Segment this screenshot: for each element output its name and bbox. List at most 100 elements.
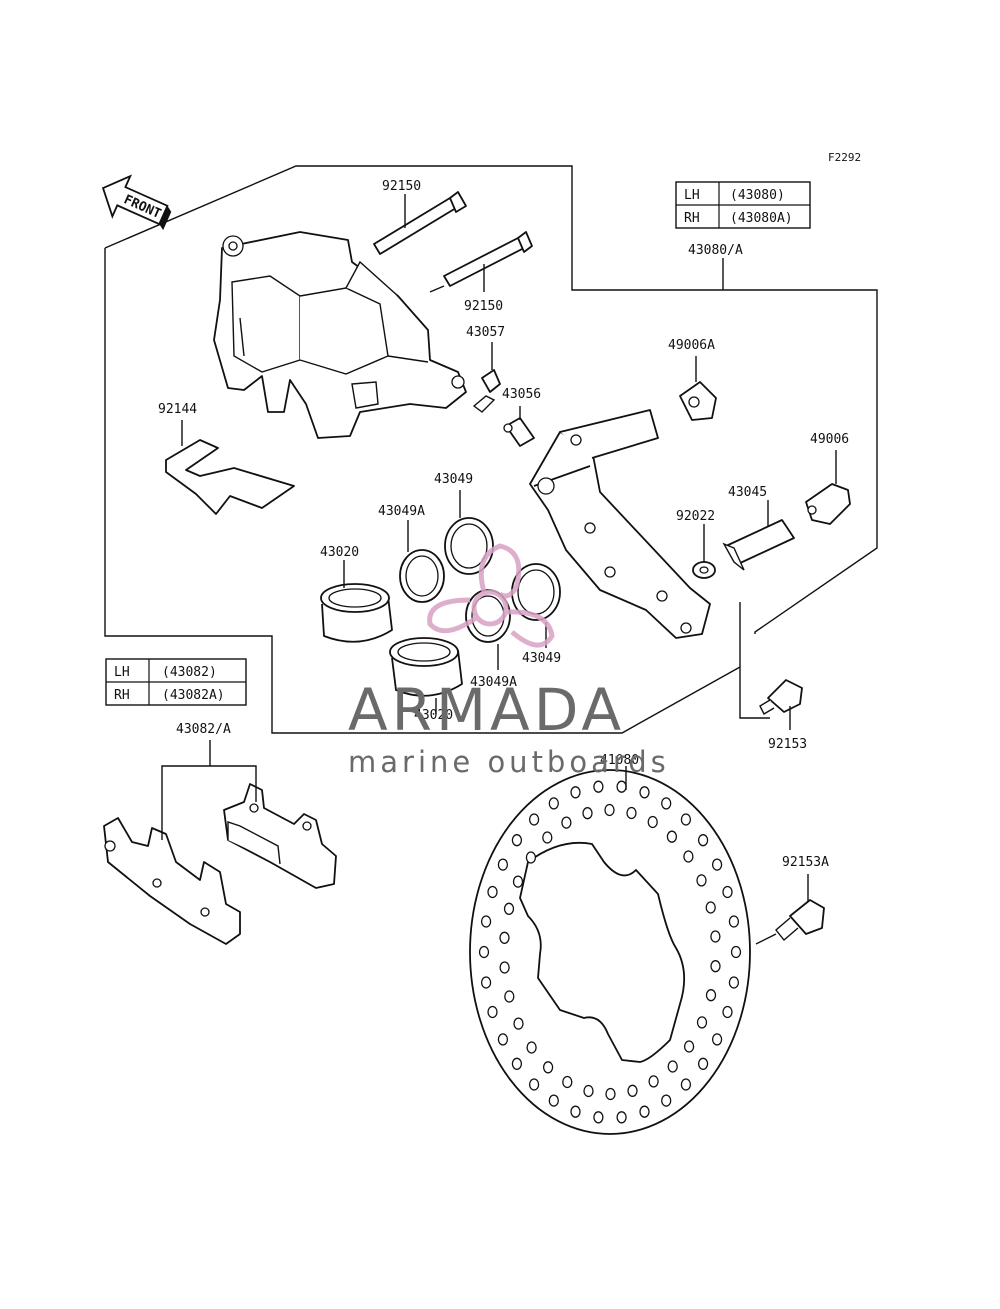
caliper-bracket (529, 409, 711, 639)
dust-seal-lower (511, 563, 561, 621)
disc-hole (548, 1094, 559, 1107)
table-cell: (43080) (730, 188, 785, 203)
disc-hole (626, 806, 637, 820)
disc-hole (616, 780, 627, 793)
piston-upper (320, 583, 393, 643)
disc-hole (487, 1005, 498, 1019)
disc-hole (666, 830, 678, 843)
disc-hole (480, 915, 492, 928)
disc-hole (511, 834, 523, 847)
disc-hole (604, 803, 615, 817)
disc-hole (561, 816, 572, 829)
disc-hole (525, 851, 537, 864)
pin-lower (443, 231, 533, 287)
disc-hole (548, 797, 559, 810)
disc-hole (562, 1075, 573, 1089)
slide-bolt (722, 519, 795, 571)
disc-holes (478, 780, 742, 1124)
disc-hole (605, 1087, 616, 1101)
disc-hole (478, 945, 490, 959)
caliper-variant-table: LH (43080) RH (43080A) (675, 181, 811, 229)
part-label: 43080/A (688, 243, 743, 258)
disc-hole (711, 1033, 723, 1046)
disc-hole (647, 815, 658, 829)
disc-hole (722, 1005, 733, 1019)
disc-hole (705, 989, 717, 1002)
disc-hole (542, 831, 553, 844)
disc-hole (499, 931, 510, 944)
disc-hole (722, 885, 733, 899)
part-label: 43020 (320, 545, 359, 560)
disc-hole (705, 901, 716, 914)
part-label: 43082/A (176, 722, 231, 737)
table-cell: LH (684, 188, 700, 203)
part-label: 92153A (782, 855, 829, 870)
disc-hole (526, 1041, 537, 1054)
disc-hole (497, 858, 509, 871)
disc-hole (697, 834, 709, 847)
disc-hole (528, 813, 540, 826)
part-label: 43020 (414, 708, 453, 723)
brake-pad-right (223, 783, 337, 889)
part-label: 92022 (676, 509, 715, 524)
disc-hole (730, 945, 742, 959)
disc-hole (710, 930, 721, 943)
table-cell: RH (684, 211, 700, 226)
disc-hole (593, 780, 604, 793)
pad-spring (165, 439, 295, 515)
mounting-bolt (759, 679, 803, 715)
disc-hole (639, 1105, 650, 1118)
figure-reference: F2292 (828, 151, 861, 164)
part-label: 49006 (810, 432, 849, 447)
part-label: 92153 (768, 737, 807, 752)
disc-hole (667, 1060, 678, 1073)
disc-hole (696, 1016, 708, 1029)
disc-hole (582, 807, 593, 820)
table-cell: LH (114, 665, 130, 680)
table-cell: (43080A) (730, 211, 793, 226)
part-label: 49006A (668, 338, 715, 353)
part-label: 43057 (466, 325, 505, 340)
caliper-body (213, 231, 467, 439)
part-label: 92150 (464, 299, 503, 314)
pin-upper (373, 191, 467, 255)
table-cell: RH (114, 688, 130, 703)
part-label: 43045 (728, 485, 767, 500)
watermark-title: ARMADA (348, 676, 625, 744)
disc-hole (696, 874, 707, 887)
boot-upper (679, 381, 717, 421)
disc-hole (711, 858, 723, 871)
part-label: 43049A (378, 504, 425, 519)
part-label: 43049A (470, 675, 517, 690)
disc-hole (661, 1094, 672, 1107)
disc-hole (570, 786, 581, 799)
disc-hole (728, 976, 740, 989)
disc-hole (583, 1084, 594, 1098)
watermark-logo-icon (427, 543, 555, 648)
watermark: ARMADA marine outboards (348, 543, 670, 779)
dust-seal-upper (444, 517, 494, 575)
front-arrow-icon: FRONT (101, 174, 172, 231)
part-label: 43049 (434, 472, 473, 487)
watermark-subtitle: marine outboards (348, 745, 670, 779)
part-label: 41080 (600, 753, 639, 768)
brake-disc (469, 769, 751, 1135)
disc-hole (680, 813, 692, 826)
part-label: 92150 (382, 179, 421, 194)
part-label: 43049 (522, 651, 561, 666)
disc-hole (480, 976, 492, 989)
disc-hole (728, 915, 740, 928)
disc-hole (570, 1105, 581, 1118)
washer (692, 561, 716, 579)
disc-hole (497, 1033, 509, 1046)
part-label: 92144 (158, 402, 197, 417)
disc-hole (661, 797, 672, 810)
disc-hole (512, 875, 524, 888)
disc-hole (499, 961, 510, 974)
part-label: 43056 (502, 387, 541, 402)
disc-hole (683, 850, 694, 863)
disc-hole (528, 1078, 540, 1091)
disc-hole (504, 990, 515, 1003)
disc-hole (513, 1017, 524, 1030)
disc-hole (680, 1078, 692, 1091)
